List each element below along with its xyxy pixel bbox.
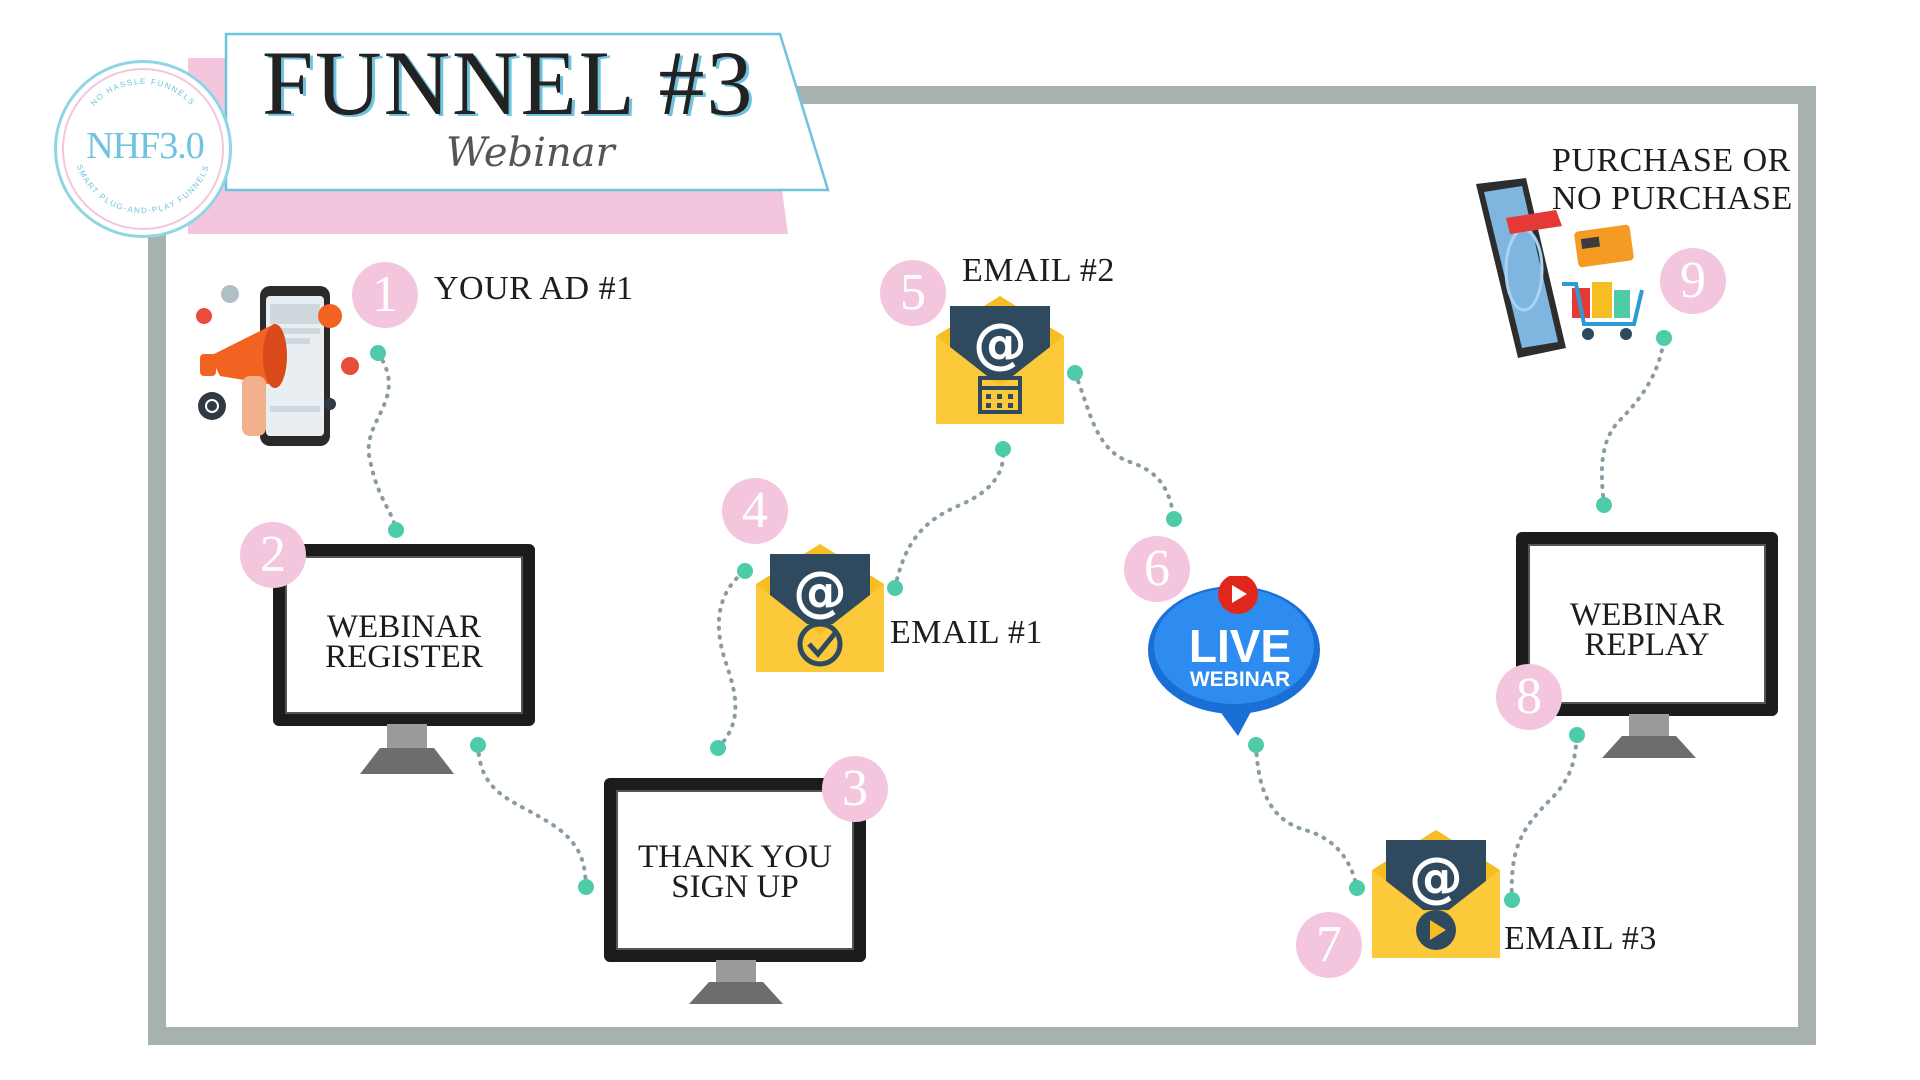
logo-text: NHF3.0: [86, 125, 205, 167]
svg-text:@: @: [1409, 846, 1463, 909]
connector-6-7: [1254, 743, 1359, 890]
connector-8-9: [1599, 336, 1666, 507]
monitor-label-register-line1: WEBINAR: [327, 609, 481, 645]
connector-dot: [1596, 497, 1612, 513]
step-number-8: 8: [1496, 664, 1562, 730]
connector-dot: [737, 563, 753, 579]
step-number-6: 6: [1124, 536, 1190, 602]
connector-dot: [578, 879, 594, 895]
step-number-9: 9: [1660, 248, 1726, 314]
step-label-7: EMAIL #3: [1504, 920, 1657, 957]
connector-dot: [1067, 365, 1083, 381]
step-number-3: 3: [822, 756, 888, 822]
connector-dot: [710, 740, 726, 756]
step-label-5: EMAIL #2: [962, 252, 1115, 289]
purchase-label-line2: NO PURCHASE: [1552, 180, 1793, 217]
connector-1-2: [366, 351, 398, 532]
page-title: FUNNEL #3: [262, 32, 755, 134]
connector-2-3: [476, 743, 588, 889]
megaphone-phone-icon: [196, 285, 359, 446]
step-number-7: 7: [1296, 912, 1362, 978]
connector-5-6: [1073, 371, 1176, 521]
monitor-thank-you: THANK YOU SIGN UP: [604, 778, 866, 962]
live-badge-line2: WEBINAR: [1189, 668, 1291, 691]
step-number-4: 4: [722, 478, 788, 544]
connector-7-8: [1509, 733, 1579, 902]
shopping-tablet-icon: [1476, 178, 1644, 358]
connector-dot: [887, 580, 903, 596]
connector-3-4: [716, 569, 747, 750]
connector-dot: [388, 522, 404, 538]
monitor-label-replay-line1: WEBINAR: [1570, 597, 1724, 633]
monitor-label-thankyou-line2: SIGN UP: [671, 869, 799, 905]
email-check-icon: @: [756, 544, 884, 672]
svg-text:@: @: [973, 312, 1027, 375]
email-calendar-icon: @: [936, 296, 1064, 424]
connector-4-5: [893, 447, 1006, 590]
monitor-stand: [360, 724, 454, 774]
step-number-2: 2: [240, 522, 306, 588]
connector-dot: [1166, 511, 1182, 527]
connector-dot: [1656, 330, 1672, 346]
live-webinar-bubble-icon: [1148, 576, 1320, 736]
monitor-stand: [1602, 714, 1696, 758]
monitor-stand: [689, 960, 783, 1004]
logo-ring-text: NO HASSLE FUNNELS SMART PLUG-AND-PLAY FU…: [75, 77, 210, 215]
step-label-1: YOUR AD #1: [434, 270, 634, 307]
page-subtitle: Webinar: [446, 130, 615, 176]
connector-dot: [995, 441, 1011, 457]
monitor-label-register-line2: REGISTER: [325, 639, 483, 675]
svg-text:@: @: [793, 560, 847, 623]
logo-inner-ring: [62, 68, 224, 230]
connector-dot: [1569, 727, 1585, 743]
monitor-label-thankyou-line1: THANK YOU: [637, 839, 832, 875]
step-number-5: 5: [880, 260, 946, 326]
step-label-4: EMAIL #1: [890, 614, 1043, 651]
connector-dot: [470, 737, 486, 753]
connector-dot: [1504, 892, 1520, 908]
connector-dot: [1248, 737, 1264, 753]
connector-dot: [370, 345, 386, 361]
email-play-icon: @: [1372, 830, 1500, 958]
step-number-1: 1: [352, 262, 418, 328]
live-badge-line1: LIVE: [1188, 620, 1292, 672]
purchase-label-line1: PURCHASE OR: [1552, 142, 1791, 179]
monitor-webinar-register: WEBINAR REGISTER: [273, 544, 535, 726]
monitor-label-replay-line2: REPLAY: [1584, 627, 1710, 663]
connector-dot: [1349, 880, 1365, 896]
